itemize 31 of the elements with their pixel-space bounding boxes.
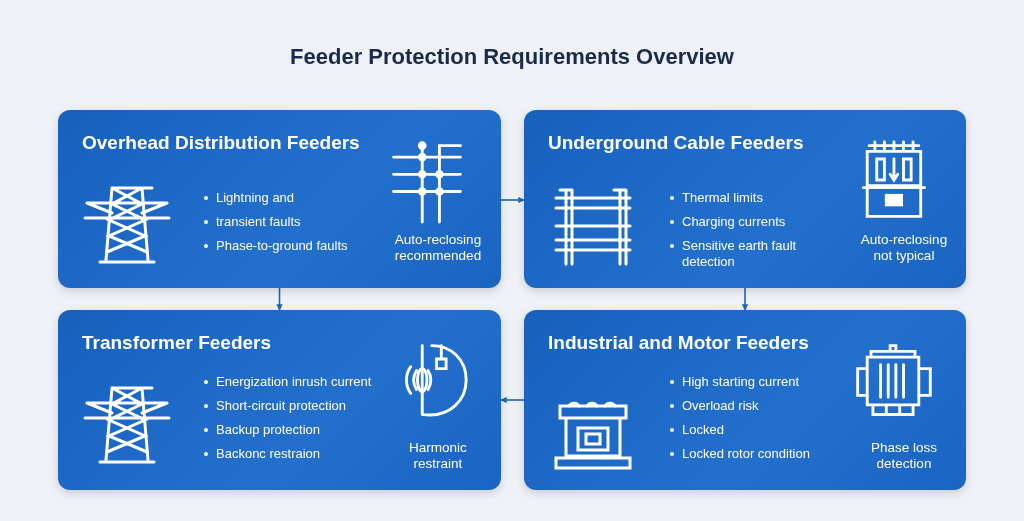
diagram-title: Feeder Protection Requirements Overview xyxy=(289,44,735,70)
bullet-item: Lightning and xyxy=(204,190,384,206)
panel-heading: Underground Cable Feeders xyxy=(548,132,804,154)
feeder-panel xyxy=(58,310,501,490)
arrow xyxy=(500,396,525,404)
bullet-item: Short-circuit protection xyxy=(204,398,384,414)
bullet-item: Backup protection xyxy=(204,422,384,438)
bullet-item: Overload risk xyxy=(670,398,850,414)
bullet-item: Backonc restraion xyxy=(204,446,384,462)
arrow xyxy=(741,287,749,311)
bullet-item: Phase-to-ground faults xyxy=(204,238,384,254)
icon-caption: Phase loss detection xyxy=(869,440,938,472)
feeder-panel xyxy=(524,110,966,288)
arrow xyxy=(500,196,525,204)
bullet-item: High starting current xyxy=(670,374,850,390)
bullet-item: Locked xyxy=(670,422,850,438)
icon-caption: Harmonic restraint xyxy=(408,440,468,472)
bullet-item: Energization inrush current xyxy=(204,374,384,390)
icon-caption: Auto-reclosing not typical xyxy=(859,232,949,264)
feeder-panel xyxy=(524,310,966,490)
bullet-item: Thermal limits xyxy=(670,190,850,206)
panel-heading: Industrial and Motor Feeders xyxy=(548,332,809,354)
panel-heading: Overhead Distribution Feeders xyxy=(82,132,360,154)
panel-heading: Transformer Feeders xyxy=(82,332,272,354)
feeder-panel xyxy=(58,110,501,288)
bullet-item: transient faults xyxy=(204,214,384,230)
icon-caption: Auto-reclosing recommended xyxy=(393,232,483,264)
bullet-item: Locked rotor condition xyxy=(670,446,850,462)
arrow xyxy=(276,287,283,311)
bullet-item: Sensitive earth fault detection xyxy=(670,238,850,270)
bullet-item: Charging currents xyxy=(670,214,850,230)
